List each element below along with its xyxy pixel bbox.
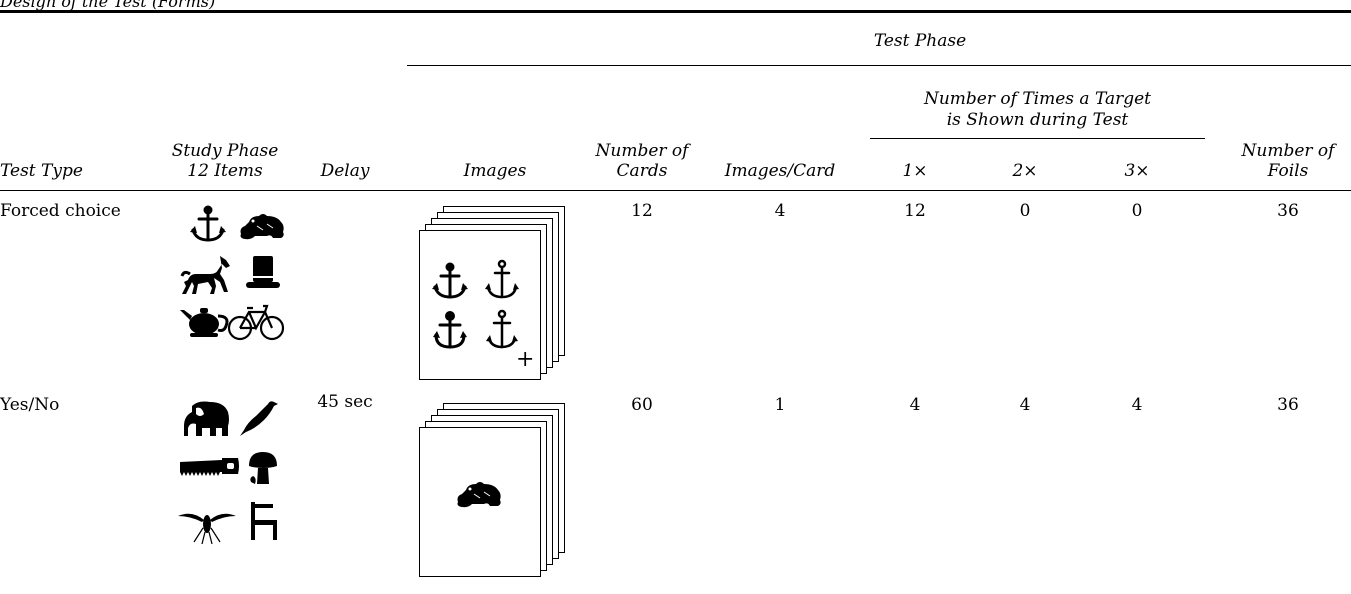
header-test-phase: Test Phase [873,31,967,51]
bicycle-icon [227,298,285,342]
row2-foils: 36 [1277,395,1299,415]
anchor-icon [482,309,522,351]
horse-icon [180,252,232,296]
header-delay: Delay [320,161,370,181]
header-num-cards-line1: Number of [595,141,689,161]
header-times-line2: is Shown during Test [946,110,1129,130]
row2-1x: 4 [909,395,921,415]
row1-2x: 0 [1019,201,1031,221]
chair-icon [247,500,279,542]
top-rule [0,10,1351,13]
header-study-phase-line1: Study Phase [171,141,279,161]
row2-2x: 4 [1019,395,1031,415]
delay-value: 45 sec [317,392,373,412]
header-bottom-rule [0,190,1351,191]
card-front [419,427,541,577]
bird-icon [238,398,280,438]
header-1x: 1× [902,161,928,181]
row2-images-per-card: 1 [774,395,786,415]
anchor-icon [430,311,470,351]
top-hat-icon [244,254,282,292]
row2-3x: 4 [1131,395,1143,415]
header-study-phase-line2: 12 Items [187,161,263,181]
anchor-icon [188,204,228,244]
elephant-icon [182,398,234,438]
header-test-type: Test Type [0,161,83,181]
header-images: Images [463,161,527,181]
header-3x: 3× [1124,161,1150,181]
times-rule [870,138,1205,139]
row1-num-cards: 12 [631,201,653,221]
saw-icon [178,456,240,478]
row1-images-per-card: 4 [774,201,786,221]
test-phase-rule [407,65,1351,66]
anchor-icon [482,259,522,301]
card-front: + [419,230,541,380]
frog-icon [454,476,504,510]
header-foils-line1: Number of [1241,141,1335,161]
row1-1x: 12 [904,201,926,221]
header-times-line1: Number of Times a Target [923,89,1152,109]
mosquito-icon [176,506,238,546]
header-num-cards-line2: Cards [616,161,668,181]
teapot-icon [178,302,232,338]
row1-test-type: Forced choice [0,201,121,221]
card-plus-mark: + [516,347,535,372]
header-foils-line2: Foils [1267,161,1309,181]
frog-icon [237,208,287,242]
mushroom-icon [247,448,279,488]
row1-foils: 36 [1277,201,1299,221]
row1-3x: 0 [1131,201,1143,221]
row2-test-type: Yes/No [0,395,60,415]
card-stack-yes-no [419,403,569,583]
header-2x: 2× [1012,161,1038,181]
anchor-icon [430,261,470,301]
card-stack-forced-choice: + [419,206,569,386]
table-caption: Design of the Test (Forms) [0,0,216,11]
header-images-per-card: Images/Card [724,161,836,181]
row2-num-cards: 60 [631,395,653,415]
